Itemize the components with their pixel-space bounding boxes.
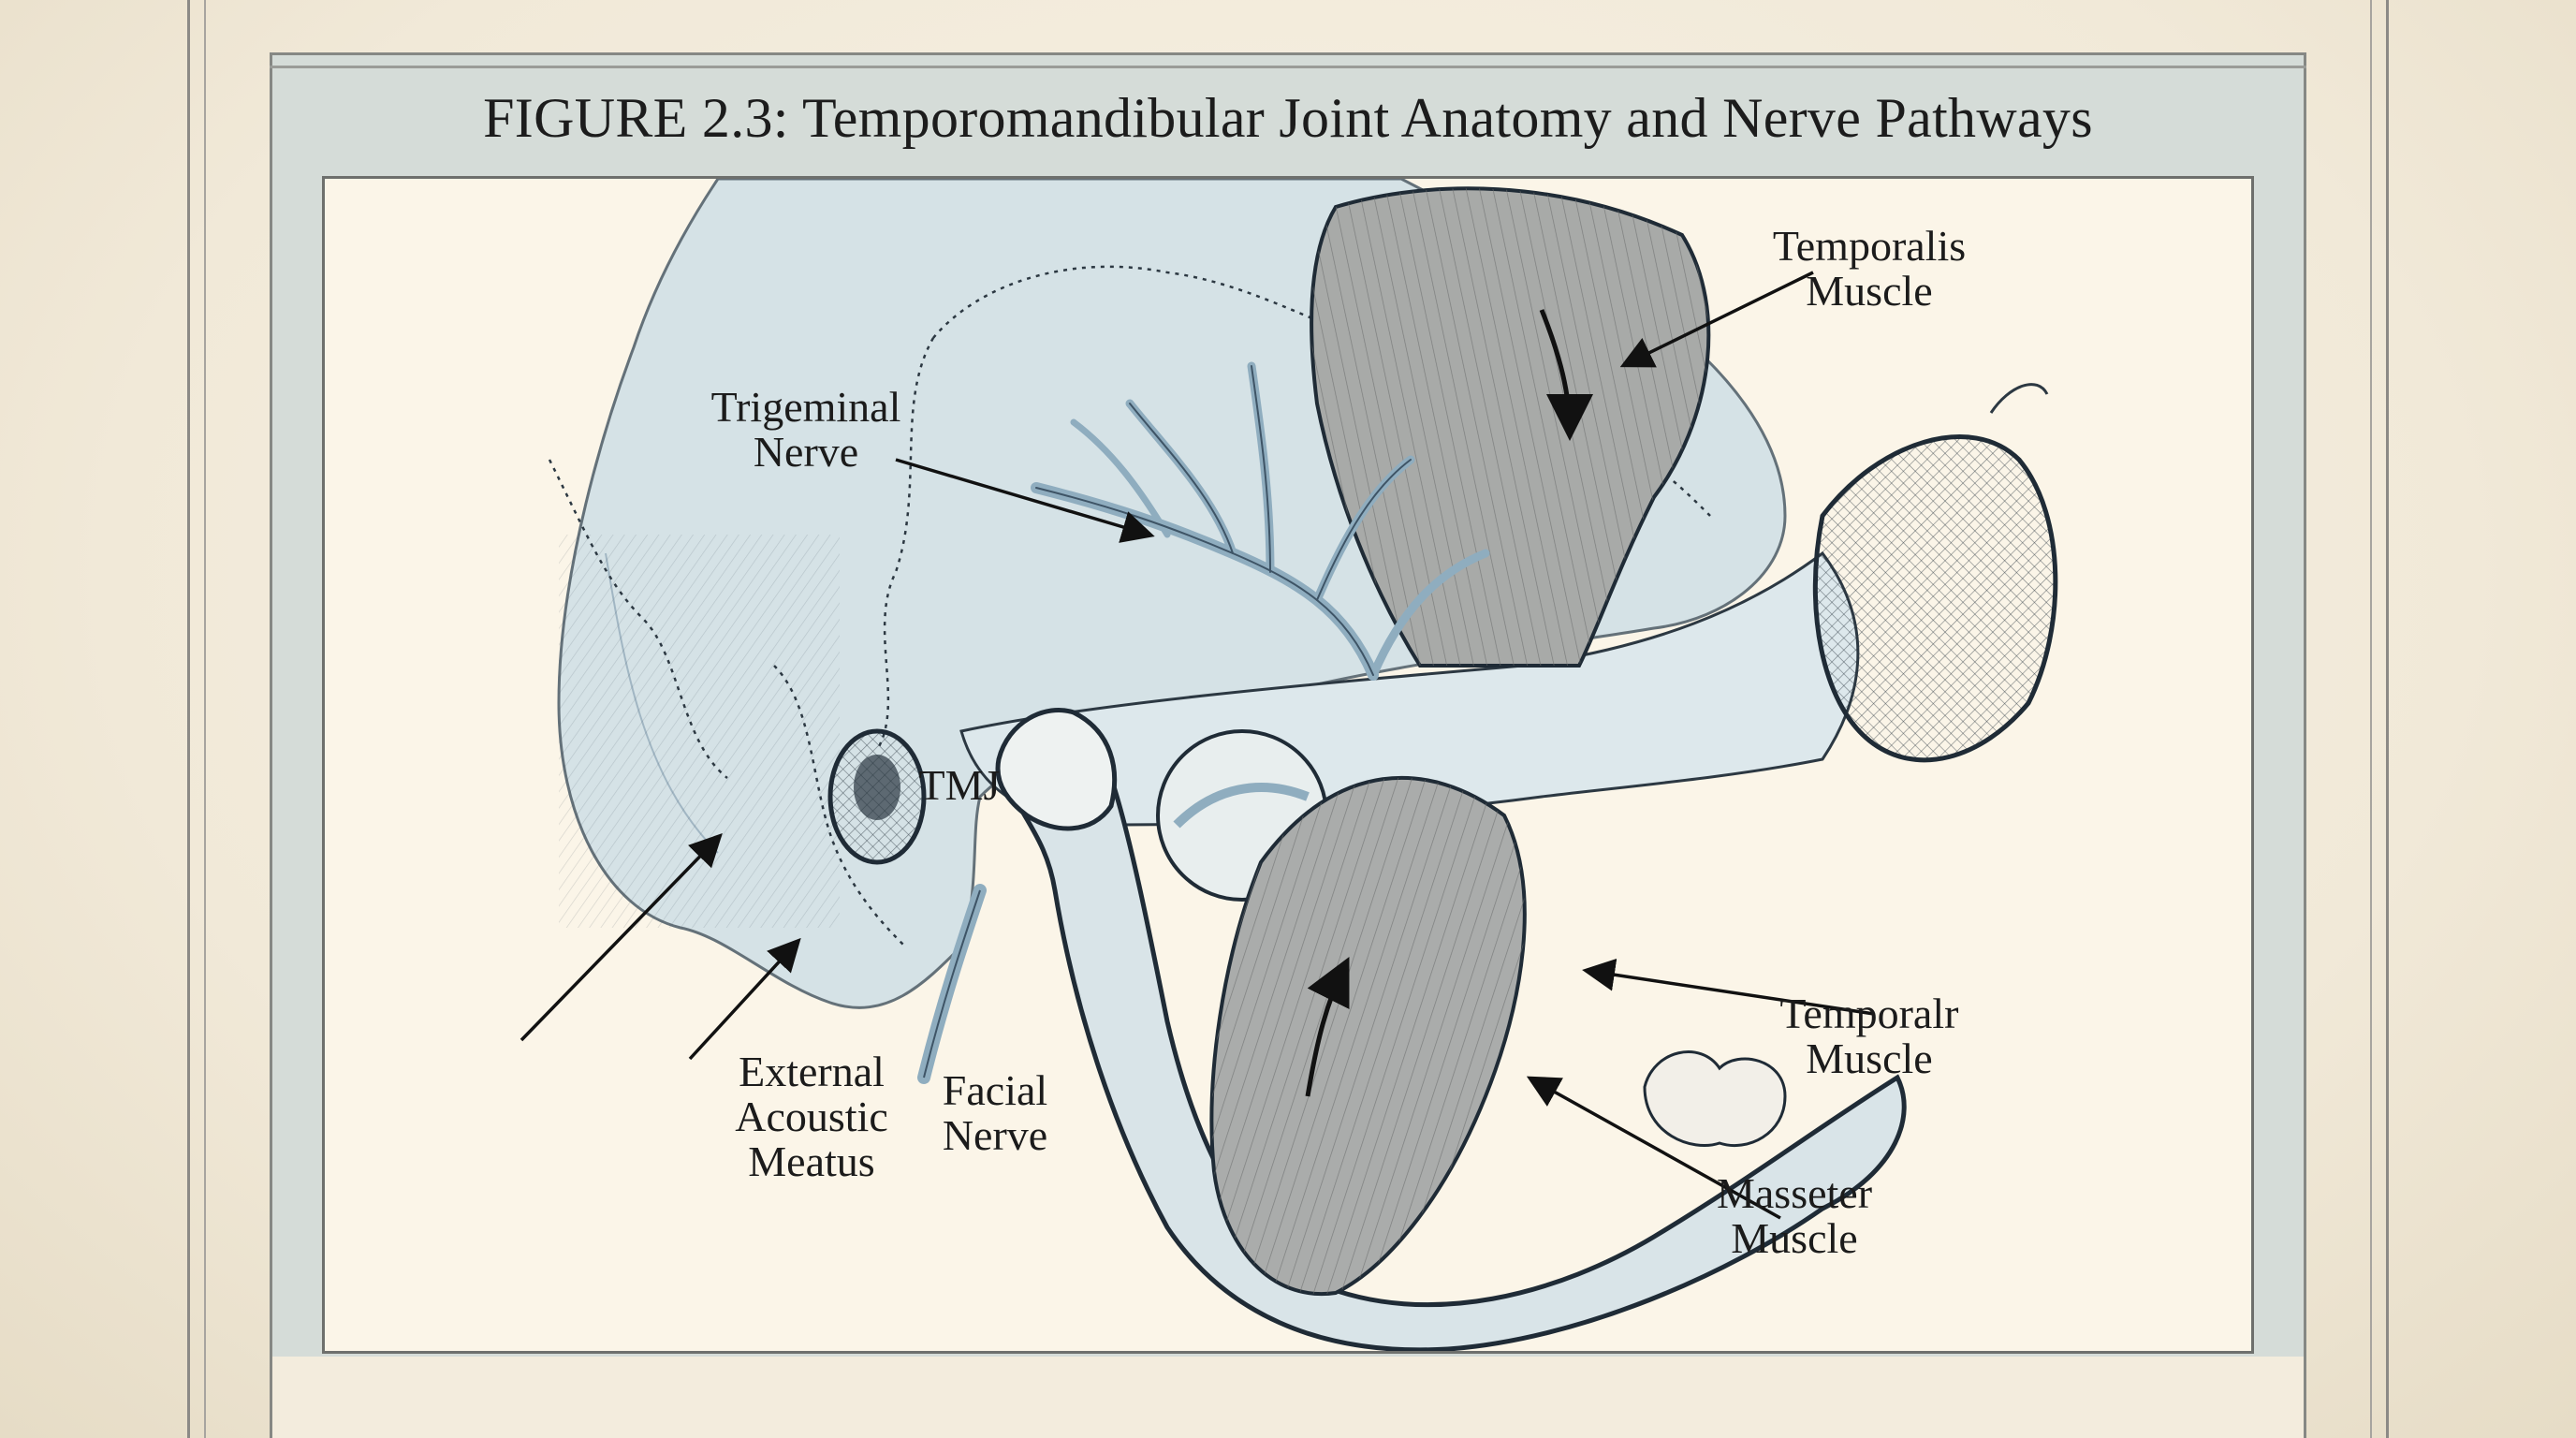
label-temporalis-muscle: Temporalis Muscle	[1772, 222, 1967, 315]
outer-border-rule	[187, 0, 2389, 1438]
figure-title: FIGURE 2.3: Temporomandibular Joint Anat…	[483, 87, 2093, 149]
label-tmj: TMJ	[918, 761, 1001, 809]
label-external-acoustic-meatus: External Acoustic Meatus	[735, 1048, 888, 1185]
label-masseter-muscle: Masseter Muscle	[1716, 1169, 1873, 1262]
illustration-frame: Temporalis Muscle Trigeminal Nerve TMJ T…	[322, 176, 2254, 1354]
label-facial-nerve: Facial Nerve	[942, 1066, 1048, 1159]
plate-top-rule	[270, 66, 2306, 68]
orbit-rim	[1812, 434, 2058, 763]
tmj-anatomy-illustration	[520, 179, 2058, 1351]
plate-bottom-band	[272, 1357, 2304, 1438]
label-leader-lines	[520, 271, 1875, 1220]
label-trigeminal-nerve: Trigeminal Nerve	[710, 383, 901, 476]
tmj-condyle	[995, 707, 1118, 831]
molar-teeth	[1643, 1050, 1787, 1148]
label-temporalr-muscle: Temporalr Muscle	[1779, 990, 1959, 1082]
inner-border-rule	[204, 0, 2372, 1438]
